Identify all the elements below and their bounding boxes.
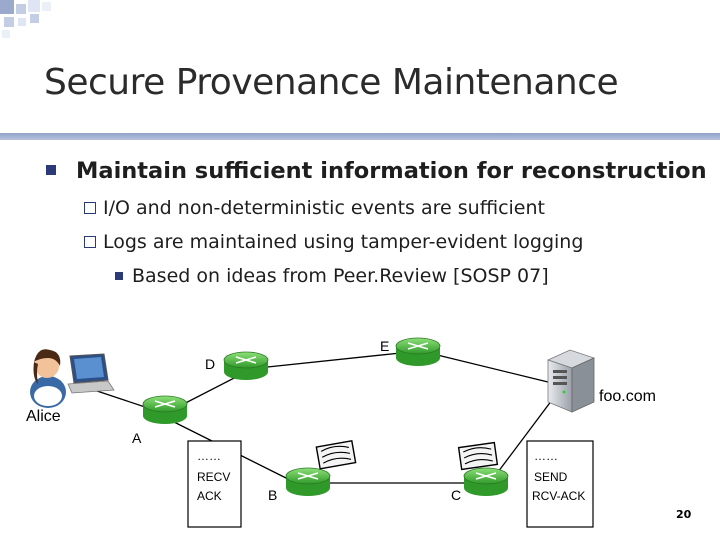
log-left-line-3: ACK (197, 489, 222, 503)
alice-user-icon (30, 349, 66, 408)
server-icon (546, 349, 596, 413)
log-right-line-2: SEND (534, 470, 568, 484)
packet-right-icon (457, 441, 499, 471)
log-box-right (526, 440, 594, 528)
page-title: Secure Provenance Maintenance (44, 62, 619, 103)
log-right-line-1: …… (534, 449, 558, 463)
bullet-square (46, 165, 56, 175)
corner-decoration (0, 0, 51, 38)
sub-sub-bullet-square (115, 272, 123, 280)
router-c-icon (463, 467, 509, 496)
node-e-label: E (380, 338, 389, 354)
sub-bullet-2: Logs are maintained using tamper-evident… (103, 231, 584, 253)
node-c-label: C (451, 487, 461, 503)
page-number: 20 (676, 508, 692, 521)
sub-sub-bullet: Based on ideas from Peer.Review [SOSP 07… (132, 265, 549, 287)
checkbox-bullet-icon (84, 236, 96, 248)
node-a-label: A (132, 430, 142, 446)
log-left-line-2: RECV (197, 470, 230, 484)
laptop-icon (67, 353, 115, 394)
main-bullet-text: Maintain sufficient information for reco… (76, 158, 707, 184)
node-b-label: B (268, 487, 277, 503)
router-d-icon (223, 351, 269, 380)
checkbox-bullet-icon (84, 202, 96, 214)
router-e-icon (395, 337, 441, 366)
node-d-label: D (205, 356, 215, 372)
log-box-left (187, 440, 242, 528)
log-left-line-1: …… (197, 449, 221, 463)
router-a-icon (142, 395, 188, 424)
log-right-line-3: RCV-ACK (532, 489, 585, 503)
server-label: foo.com (599, 388, 656, 405)
packet-left-icon (315, 440, 357, 470)
sub-bullet-1: I/O and non-deterministic events are suf… (103, 197, 545, 219)
alice-label: Alice (26, 408, 61, 425)
router-b-icon (285, 467, 331, 496)
title-divider (0, 133, 720, 140)
